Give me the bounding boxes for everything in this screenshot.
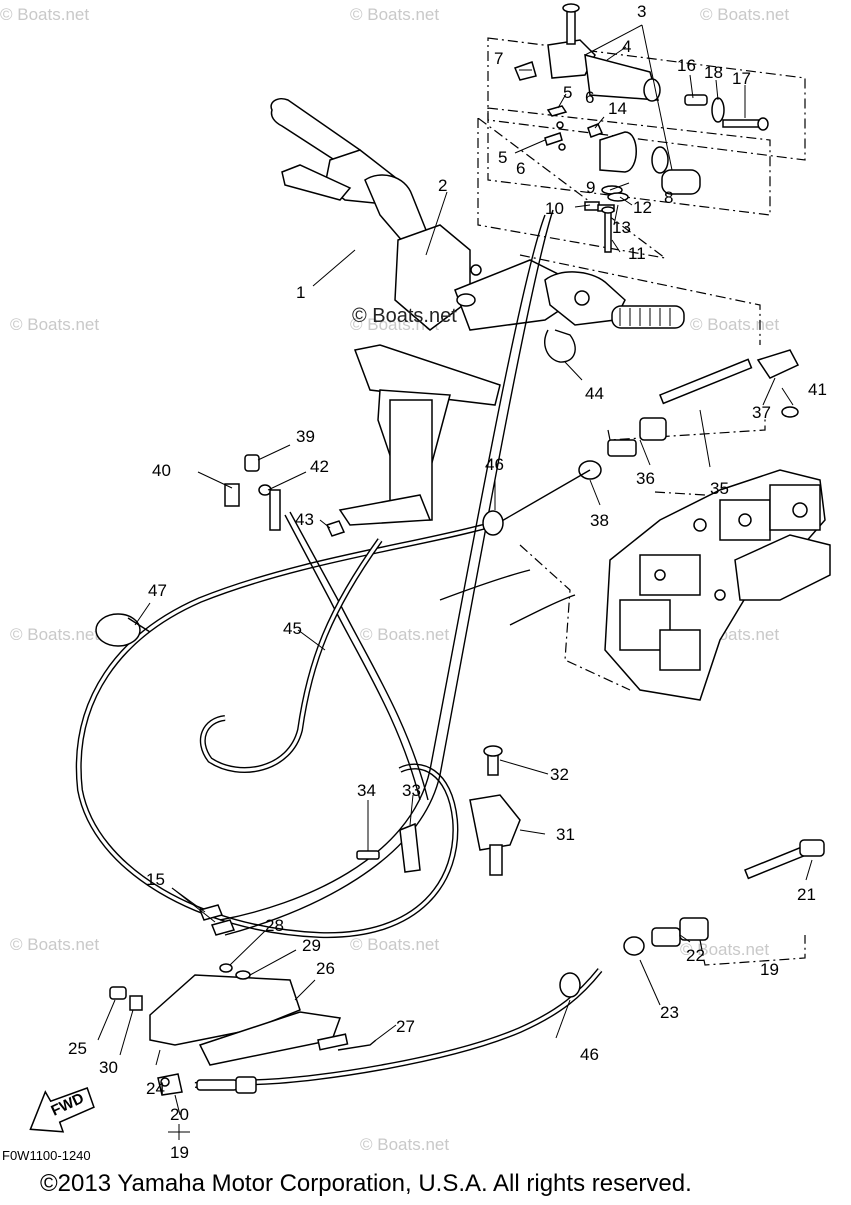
callout-31: 31 (556, 825, 575, 844)
callout-1: 1 (296, 283, 305, 302)
callout-42: 42 (310, 457, 329, 476)
callout-bracket-20-19 (168, 1124, 190, 1140)
callout-14: 14 (608, 99, 627, 118)
callout-6: 6 (516, 159, 525, 178)
callout-6: 6 (585, 88, 594, 107)
callout-10: 10 (545, 199, 564, 218)
callout-9: 9 (586, 178, 595, 197)
watermark-text: © Boats.net (360, 625, 449, 644)
carburetor-block (604, 469, 831, 701)
callout-46: 46 (580, 1045, 599, 1064)
center-watermark: © Boats.net (352, 305, 457, 327)
callout-23: 23 (660, 1003, 679, 1022)
callout-22: 22 (686, 946, 705, 965)
misc-fittings (95, 329, 576, 647)
watermark-text: © Boats.net (10, 625, 99, 644)
watermark-text: © Boats.net (690, 315, 779, 334)
callout-32: 32 (550, 765, 569, 784)
copyright-notice: ©2013 Yamaha Motor Corporation, U.S.A. A… (40, 1170, 692, 1197)
callout-29: 29 (302, 936, 321, 955)
callout-39: 39 (296, 427, 315, 446)
callout-27: 27 (396, 1017, 415, 1036)
grip-texture (619, 308, 671, 326)
callout-46: 46 (485, 455, 504, 474)
callout-45: 45 (283, 619, 302, 638)
callout-12: 12 (633, 198, 652, 217)
callout-11: 11 (628, 244, 646, 263)
left-handlebar-assembly (270, 98, 577, 526)
watermark-text: © Boats.net (0, 5, 89, 24)
callout-43: 43 (295, 510, 314, 529)
lower-bracket-parts (109, 745, 825, 1096)
callout-15: 15 (146, 870, 165, 889)
callout-17: 17 (732, 69, 751, 88)
callout-7: 7 (494, 49, 503, 68)
callout-44: 44 (585, 384, 604, 403)
callout-47: 47 (148, 581, 167, 600)
callout-24: 24 (146, 1079, 165, 1098)
callout-35: 35 (710, 479, 729, 498)
watermark-text: © Boats.net (360, 1135, 449, 1154)
callout-40: 40 (152, 461, 171, 480)
watermark-text: © Boats.net (350, 5, 439, 24)
callout-leader-lines (97, 24, 813, 1116)
callout-3: 3 (637, 2, 646, 21)
callout-2: 2 (438, 176, 447, 195)
callout-5: 5 (563, 83, 572, 102)
cable-routing (75, 209, 603, 1088)
callout-34: 34 (357, 781, 376, 800)
callout-13: 13 (612, 218, 631, 237)
callout-41: 41 (808, 380, 827, 399)
callout-26: 26 (316, 959, 335, 978)
right-grip-assembly (544, 271, 685, 329)
callout-16: 16 (677, 56, 696, 75)
callout-5: 5 (498, 148, 507, 167)
callout-4: 4 (622, 37, 631, 56)
watermark-text: © Boats.net (700, 5, 789, 24)
throttle-cable-parts (578, 349, 800, 480)
callout-8: 8 (664, 188, 673, 207)
callout-20: 20 (170, 1105, 189, 1124)
callout-33: 33 (402, 781, 421, 800)
callout-19: 19 (170, 1143, 189, 1162)
callout-21: 21 (797, 885, 816, 904)
watermark-text: © Boats.net (10, 315, 99, 334)
callout-36: 36 (636, 469, 655, 488)
callout-38: 38 (590, 511, 609, 530)
watermark-text: © Boats.net (350, 935, 439, 954)
callout-28: 28 (265, 916, 284, 935)
callout-19: 19 (760, 960, 779, 979)
fwd-direction-arrow: FWD (29, 1087, 95, 1133)
throttle-lever-parts (514, 3, 769, 253)
callout-25: 25 (68, 1039, 87, 1058)
assembly-boxes (477, 37, 806, 966)
callout-30: 30 (99, 1058, 118, 1077)
watermark-text: © Boats.net (10, 935, 99, 954)
callout-18: 18 (704, 63, 723, 82)
drawing-code: F0W1100-1240 (2, 1148, 91, 1163)
callout-numbers: 1 2 3 4 5 5 6 6 7 8 9 10 11 12 13 14 15 … (68, 2, 827, 1162)
callout-37: 37 (752, 403, 771, 422)
